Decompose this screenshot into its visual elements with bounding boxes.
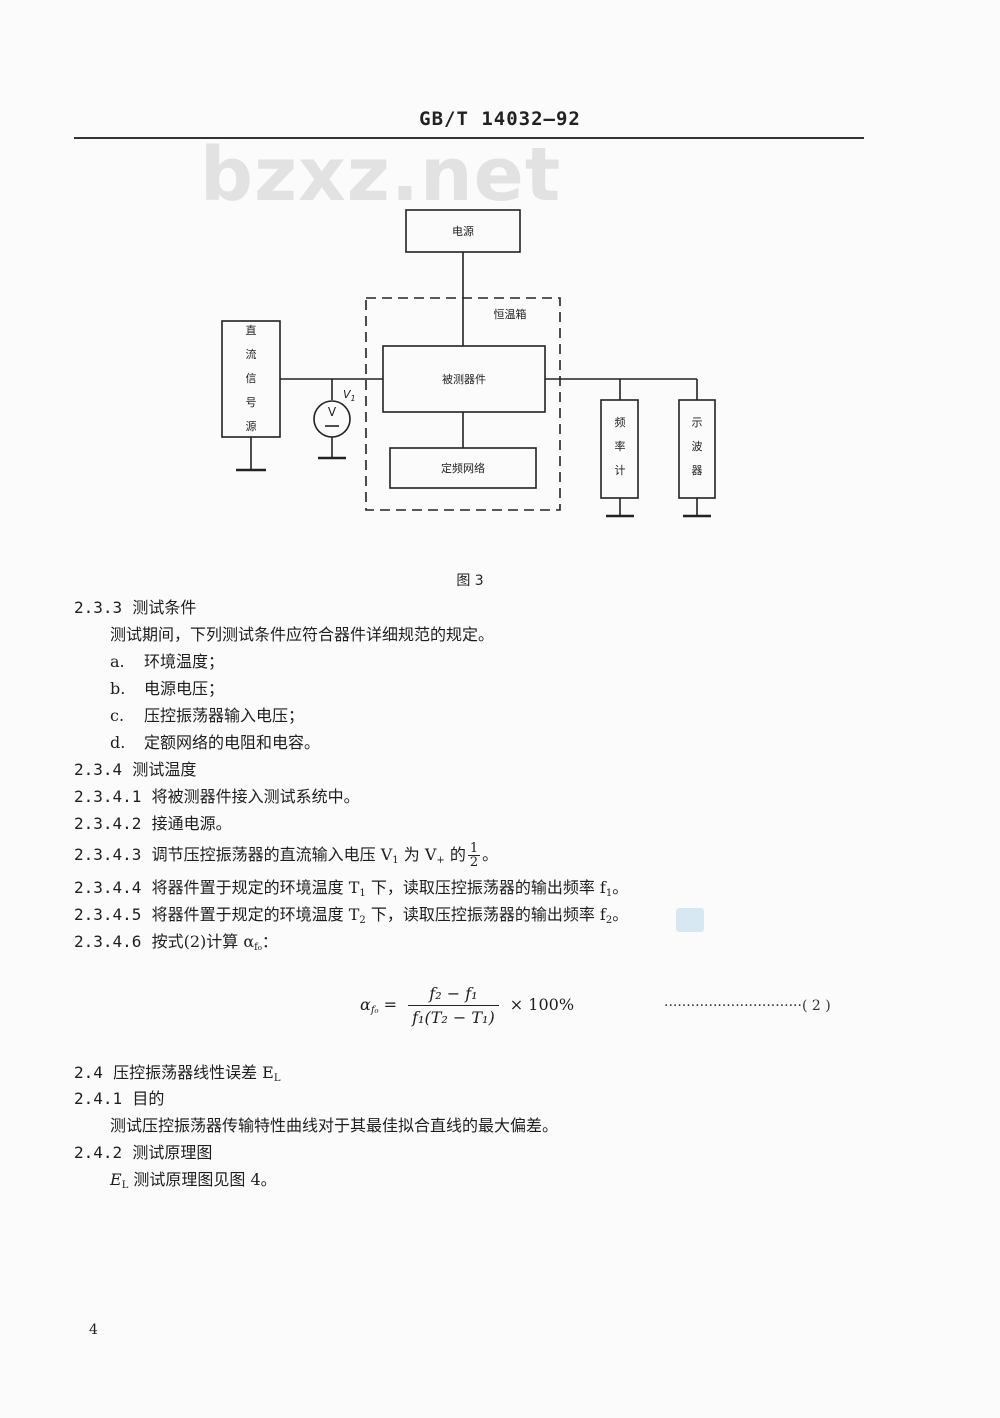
section-2-4-1-text: 测试压控振荡器传输特性曲线对于其最佳拟合直线的最大偏差。 bbox=[110, 1116, 559, 1135]
formula-fraction: f₂ − f₁ f₁(T₂ − T₁) bbox=[408, 984, 499, 1027]
scope-char-2: 波 bbox=[692, 440, 703, 453]
section-2-3-4-heading: 2.3.4 测试温度 bbox=[74, 760, 197, 779]
list-item: b.电源电压； bbox=[110, 679, 225, 698]
section-2-4-2-heading: 2.4.2 测试原理图 bbox=[74, 1143, 213, 1162]
section-2-4-2-text: EL 测试原理图见图 4。 bbox=[110, 1170, 277, 1191]
dc-source-char-3: 信 bbox=[246, 372, 257, 385]
section-2-3-4-6: 2.3.4.6 按式(2)计算 αf₀： bbox=[74, 932, 278, 953]
dut-label: 被测器件 bbox=[442, 373, 486, 386]
equation-number: ·······························( 2 ) bbox=[664, 998, 831, 1014]
scan-smudge bbox=[676, 908, 704, 932]
chamber-label: 恒温箱 bbox=[494, 307, 527, 321]
dc-source-char-2: 流 bbox=[246, 347, 257, 361]
section-2-3-4-4: 2.3.4.4 将器件置于规定的环境温度 T1 下，读取压控振荡器的输出频率 f… bbox=[74, 878, 629, 899]
scope-char-3: 器 bbox=[692, 464, 703, 477]
standard-number-header: GB/T 14032—92 bbox=[419, 108, 581, 130]
section-2-4-1-heading: 2.4.1 目的 bbox=[74, 1089, 165, 1108]
list-item: a.环境温度； bbox=[110, 652, 225, 671]
section-2-3-4-5: 2.3.4.5 将器件置于规定的环境温度 T2 下，读取压控振荡器的输出频率 f… bbox=[74, 905, 629, 926]
section-2-4-heading: 2.4 压控振荡器线性误差 EL bbox=[74, 1063, 281, 1084]
section-2-3-4-2: 2.3.4.2 接通电源。 bbox=[74, 814, 232, 833]
figure-3-diagram: 电源 恒温箱 被测器件 定频网络 直 流 信 号 源 V V1 bbox=[221, 209, 716, 589]
section-2-3-3-heading: 2.3.3 测试条件 bbox=[74, 598, 197, 617]
figure-caption: 图 3 bbox=[456, 573, 483, 589]
page-number: 4 bbox=[89, 1322, 98, 1338]
network-label: 定频网络 bbox=[441, 461, 485, 475]
freq-meter-char-2: 率 bbox=[615, 439, 626, 453]
dc-source-char-1: 直 bbox=[246, 323, 257, 337]
header-rule bbox=[74, 137, 864, 139]
freq-meter-char-1: 频 bbox=[615, 415, 626, 429]
section-2-3-3-text: 测试期间，下列测试条件应符合器件详细规范的规定。 bbox=[110, 625, 495, 644]
watermark: bzxz.net bbox=[200, 132, 562, 218]
dc-source-char-4: 号 bbox=[246, 396, 257, 409]
list-item: d.定额网络的电阻和电容。 bbox=[110, 733, 321, 752]
chamber-boundary bbox=[365, 297, 561, 511]
section-2-3-4-1: 2.3.4.1 将被测器件接入测试系统中。 bbox=[74, 787, 360, 806]
scope-char-1: 示 bbox=[692, 416, 703, 429]
freq-meter-char-3: 计 bbox=[615, 464, 626, 477]
list-item: c.压控振荡器输入电压； bbox=[110, 706, 305, 725]
v1-label: V1 bbox=[343, 388, 356, 403]
voltmeter-label: V bbox=[328, 405, 337, 419]
network-box bbox=[389, 447, 537, 489]
dc-source-char-5: 源 bbox=[246, 419, 257, 433]
power-supply-label: 电源 bbox=[452, 224, 474, 238]
formula-2: αf₀ = f₂ − f₁ f₁(T₂ − T₁) × 100% bbox=[360, 984, 575, 1027]
